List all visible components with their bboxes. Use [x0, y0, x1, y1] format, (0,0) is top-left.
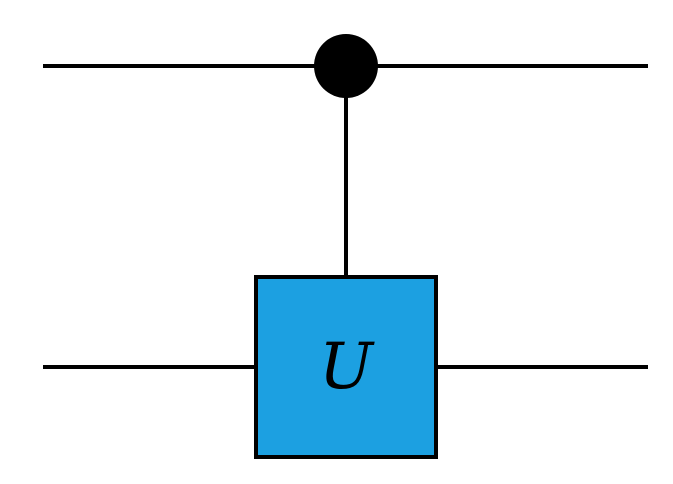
- gate-box: [254, 275, 438, 459]
- gate-label: U: [319, 330, 375, 404]
- control-dot: [314, 34, 378, 98]
